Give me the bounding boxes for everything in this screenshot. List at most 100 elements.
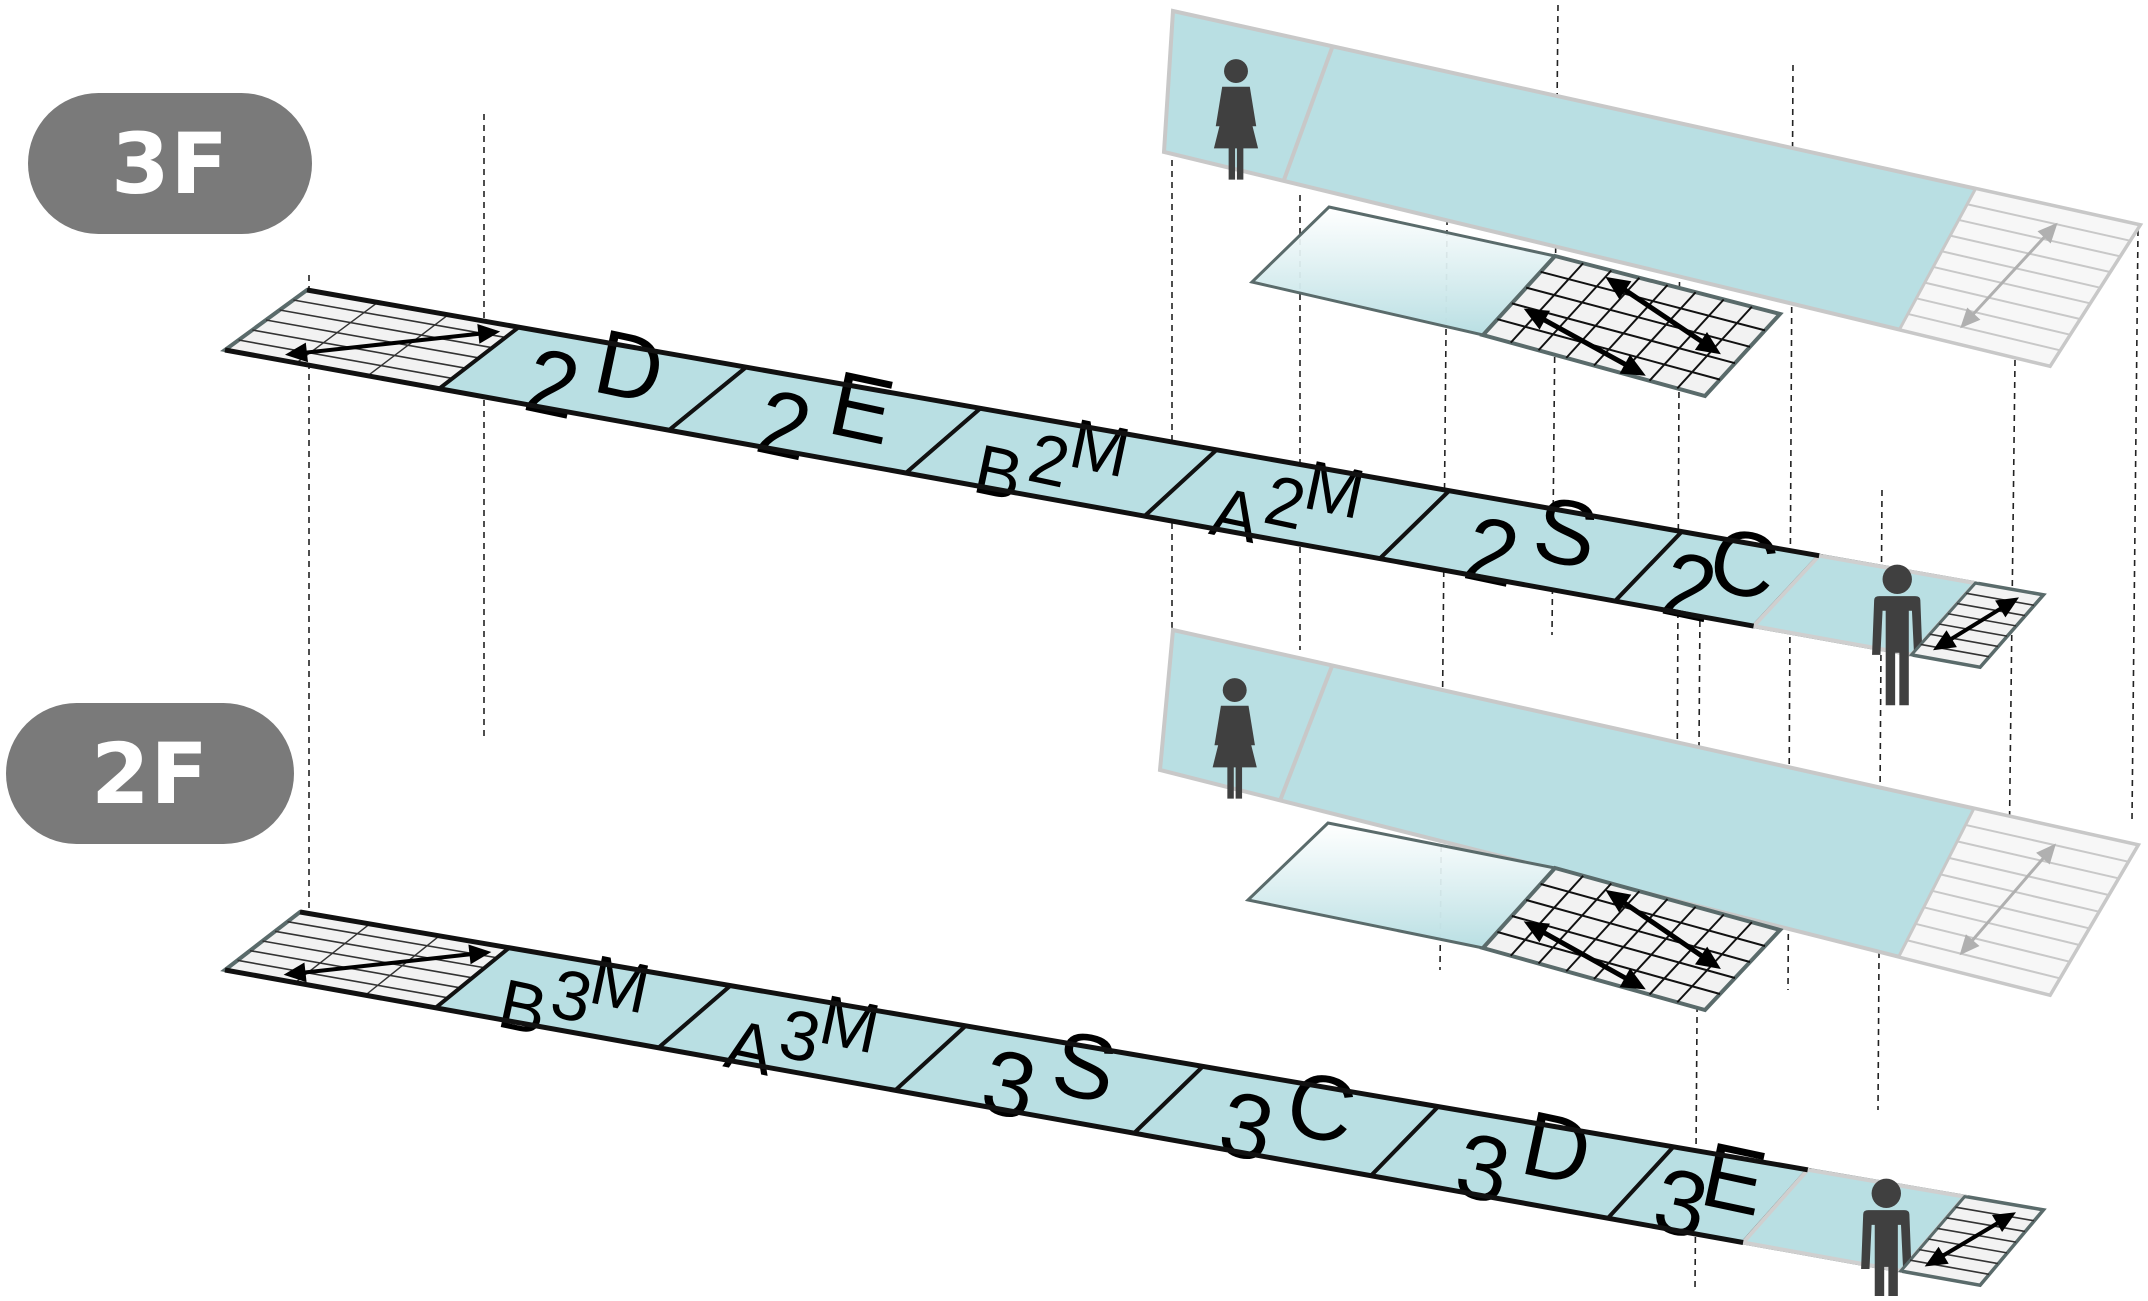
stair-tread [237,959,449,999]
ghost-stair-tread [1933,265,2091,305]
stair-tread [1929,633,1999,648]
stair-grid-line [1525,899,1751,963]
ghost-stair-tread [1906,939,2061,980]
stair-grid-line [1621,291,1697,374]
stair-tread [364,935,440,996]
ghost-double-arrow-icon-shaft [1967,853,2048,946]
floor-badge-3f: 3F [28,93,312,234]
stair-grid-line [1540,270,1766,332]
left-stair-arrow-icon-shaft [300,331,486,356]
guide-line [2131,229,2139,821]
stair-tread [252,329,466,369]
right-stair-arrow-icon-head-b [1924,1246,1949,1267]
left-stair-arrow-icon-head-b [285,342,308,363]
stair-tread [287,920,498,959]
ghost-stair-tread [1923,906,2080,946]
room-c2: C2 [1610,508,1824,643]
female-figure-head [1222,678,1247,703]
strip-edge-top [299,909,1809,1173]
ghost-stair-tread [1958,218,2121,258]
stair-arrow-upper-icon-shaft [1617,897,1709,962]
right-stair-arrow-icon-shaft [1936,1218,2004,1261]
room-m3a: M3A [654,980,971,1093]
female-restroom-icon [1213,59,1259,180]
stair-tread [1909,1259,1990,1276]
ghost-stair-tread [1957,840,2119,880]
right-stair-arrow-icon-head-a [1995,597,2019,618]
room-e3: E3 [1603,1123,1812,1259]
room-m2a: M2A [1140,445,1454,561]
stair-tread [1928,1238,2008,1254]
female-restroom-divider [1278,664,1335,802]
male-restroom-icon [1872,564,1923,706]
ghost-double-arrow-icon-head-b [1960,307,1981,329]
left-stair-arrow-icon-head-a [477,324,501,344]
female-figure-head [1224,59,1248,84]
ghost-stair-tread [1916,297,2071,336]
stair-grid-line [1540,883,1766,947]
stair-tread [238,339,453,380]
stair-tread [1938,623,2008,637]
stair-grid-line [1537,269,1612,351]
stair-arrow-lower-icon-head-b [1619,354,1646,376]
ghost-stair-tread [1931,889,2090,930]
stair-grid-line [1621,906,1697,988]
guide-line [1676,171,1681,811]
female-restroom-icon [1212,678,1257,799]
stair-tread [249,949,461,989]
ghost-double-arrow-icon-head-b [1959,934,1980,956]
stair-grid-line [1648,913,1725,996]
stair-tread [1920,643,1990,658]
stair-tread [265,319,480,359]
stair-tread [293,299,506,339]
ghost-stairs [1896,806,2141,997]
stair-tread [1946,1217,2026,1233]
ghost-stair-tread [1965,823,2129,863]
stair-arrow-upper-icon-head-a [1695,946,1721,969]
stair-arrow-lower-icon-head-a [1523,308,1550,330]
right-stair-arrow-icon-head-a [1992,1212,2016,1232]
stair-arrow-lower-icon-head-b [1619,968,1646,990]
male-figure-head [1882,564,1912,594]
stair-tread [1956,602,2026,617]
stair-grid-line [1497,318,1721,381]
stair-arrow-upper-icon-head-b [1605,276,1632,300]
stair-arrow-lower-icon-shaft [1537,314,1633,370]
stair-arrow-upper-icon-head-b [1605,889,1632,913]
room-d2: D2 [434,310,751,439]
stair-grid-line [1511,302,1736,365]
stair-grid-line [1510,262,1584,344]
female-restroom-divider [1281,45,1335,182]
ghost-double-arrow-icon-head-a [2036,843,2056,865]
stair-tread [1966,592,2035,607]
ghost-double-arrow-icon-shaft [1968,231,2050,319]
stair-grid-line [1648,298,1725,382]
left-stair-arrow-icon-head-a [468,944,492,965]
strip-edge-bottom [224,347,1755,629]
female-figure-body [1213,86,1259,180]
right-stair-arrow-icon-shaft [1945,603,2007,644]
stair-tread [367,314,449,377]
room-m3b: M3B [430,940,736,1050]
stair-arrow-upper-icon-head-a [1694,332,1721,355]
stair-grid-line [1497,931,1721,995]
strip-edge-top [306,287,1820,559]
stair-tread [274,930,485,969]
stair-grid-line [1510,875,1584,957]
ghost-stair-tread [1915,922,2070,963]
male-figure-head [1871,1178,1901,1209]
stair-grid-line [1537,882,1612,965]
ghost-stair-tread [1924,281,2081,320]
ghost-stair-tread [1966,203,2131,242]
stair-arrow-lower-icon-head-a [1523,921,1550,943]
stair-tread [1955,1206,2035,1222]
strip-edge-bottom [224,967,1744,1245]
female-figure-body [1212,705,1257,799]
stair-tread [1919,1248,1999,1265]
floor-badge-2f: 2F [6,703,294,844]
left-stair-arrow-icon-shaft [298,951,477,976]
